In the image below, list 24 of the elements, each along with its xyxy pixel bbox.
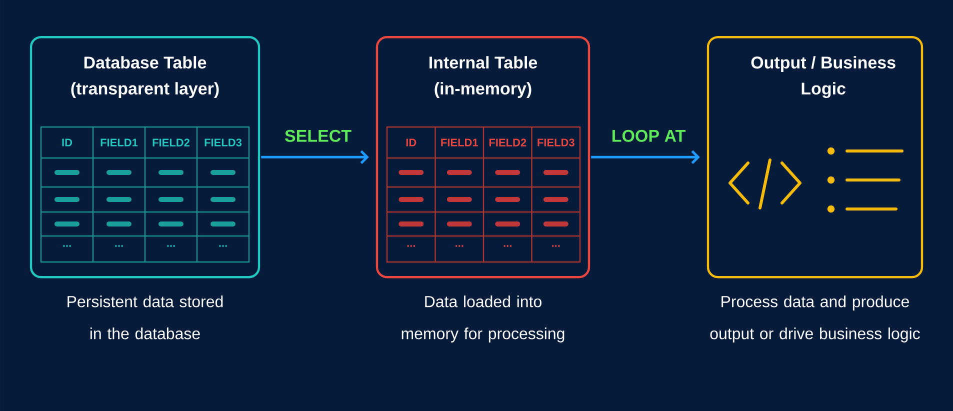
column-header: FIELD3 [204,138,242,146]
ellipsis: ... [504,245,512,247]
ellipsis: ... [167,245,175,247]
edge-label: LOOP AT [610,128,687,143]
node-label: Persistent data stored in the database [68,296,223,340]
ellipsis: ... [115,245,123,247]
column-header: FIELD1 [100,138,138,146]
column-header: FIELD2 [152,138,190,146]
node-label: Process data and produce output or drive business logic [710,296,920,342]
edge-label: SELECT [283,128,353,143]
ellipsis: ... [219,245,227,247]
column-header: FIELD2 [489,138,526,146]
column-header: ID [406,138,416,146]
arrow [591,150,700,164]
node-label: Data loaded into memory for processing [402,296,564,342]
ellipsis: ... [63,245,71,247]
column-header: FIELD3 [538,138,574,146]
arrow [261,150,369,164]
card: Output / Business Logic [706,36,924,278]
column-header: ID [62,138,72,146]
ellipsis: ... [456,245,464,247]
ellipsis: ... [407,245,415,247]
column-header: FIELD1 [441,138,478,146]
ellipsis: ... [552,245,560,247]
